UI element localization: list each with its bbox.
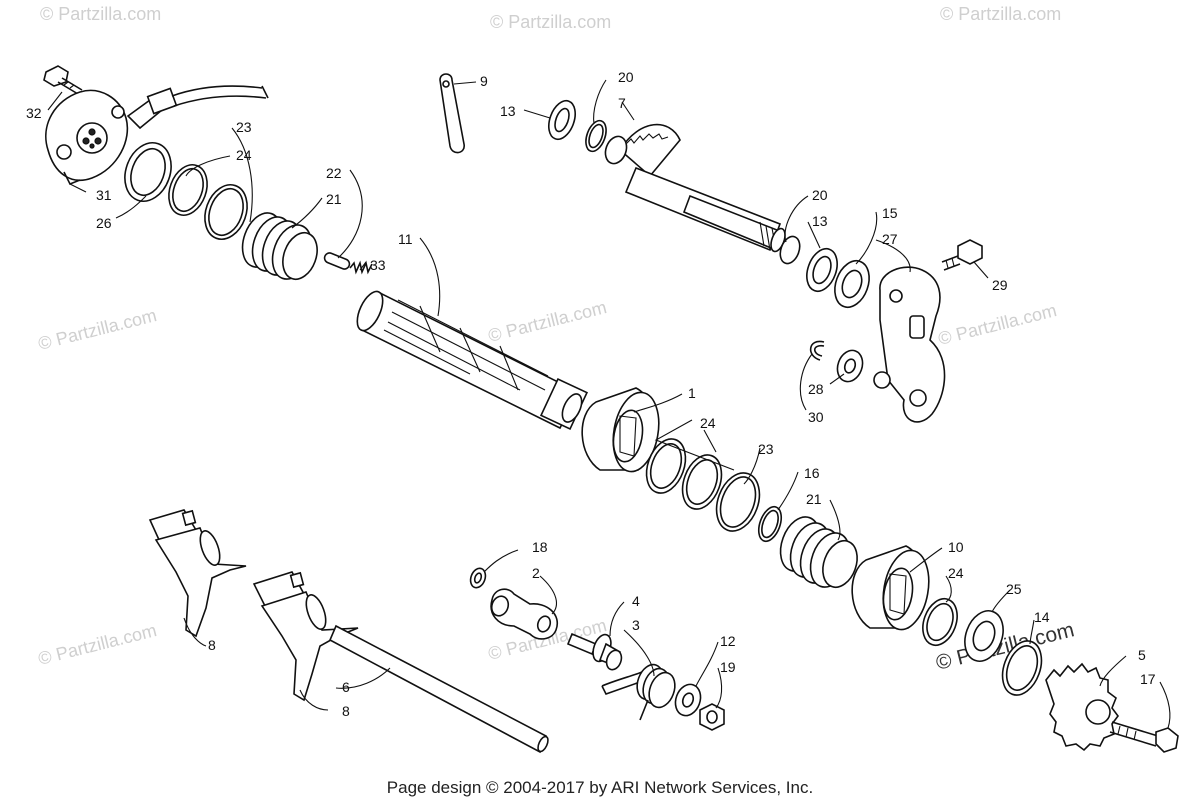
part-28-washer xyxy=(836,349,864,383)
callout-26: 26 xyxy=(96,215,112,231)
part-24-snap-ring xyxy=(168,164,208,216)
part-22-pin xyxy=(323,252,351,270)
callout-8-lower: 8 xyxy=(342,703,350,719)
callout-24-right: 24 xyxy=(948,565,964,581)
part-11-shift-drum xyxy=(356,290,589,430)
part-6-shift-rod xyxy=(328,624,549,754)
part-32-bolt xyxy=(43,65,83,95)
part-10-shift-cam xyxy=(851,545,930,631)
callout-18: 18 xyxy=(532,539,548,555)
watermark: © Partzilla.com xyxy=(36,305,159,354)
part-12-washer xyxy=(674,683,702,717)
callout-30: 30 xyxy=(808,409,824,425)
part-5-star-cam xyxy=(1045,662,1119,752)
part-29-bolt xyxy=(941,239,983,271)
watermark: © Partzilla.com xyxy=(490,12,611,32)
callout-19: 19 xyxy=(720,659,736,675)
part-16-snap-ring xyxy=(757,505,783,543)
callout-21-mid: 21 xyxy=(806,491,822,507)
part-27-shift-arm xyxy=(873,266,946,423)
callout-2: 2 xyxy=(532,565,540,581)
callout-27: 27 xyxy=(882,231,898,247)
part-13-washer-right xyxy=(806,247,838,293)
callout-11: 11 xyxy=(398,231,413,247)
callout-15: 15 xyxy=(882,205,898,221)
part-24-snap-ring-mid-a xyxy=(645,438,687,494)
part-31-gear-position-switch xyxy=(45,85,269,186)
callout-1: 1 xyxy=(688,385,696,401)
callout-20-right: 20 xyxy=(812,187,828,203)
callout-16: 16 xyxy=(804,465,820,481)
part-8-shift-fork-upper xyxy=(148,509,247,638)
callout-3: 3 xyxy=(632,617,640,633)
callout-21: 21 xyxy=(326,191,342,207)
part-24-snap-ring-right xyxy=(922,597,958,647)
part-23-ring-mid xyxy=(715,472,761,532)
part-3-torsion-spring xyxy=(601,663,676,721)
part-26-washer xyxy=(124,142,172,202)
callout-28: 28 xyxy=(808,381,824,397)
part-18-washer xyxy=(469,567,487,589)
callout-31: 31 xyxy=(96,187,112,203)
callout-24-mid: 24 xyxy=(700,415,716,431)
part-20-clip-right xyxy=(779,235,801,265)
callout-9: 9 xyxy=(480,73,488,89)
callout-32: 32 xyxy=(26,105,42,121)
part-9-pin xyxy=(439,73,465,154)
callout-7: 7 xyxy=(618,95,626,111)
callout-23-mid: 23 xyxy=(758,441,774,457)
part-24-snap-ring-mid-b xyxy=(681,454,723,510)
part-15-seal xyxy=(834,259,870,309)
leader-lines xyxy=(47,79,1171,729)
callout-14: 14 xyxy=(1034,609,1050,625)
part-33-small-spring xyxy=(349,260,373,275)
part-2-shift-lever xyxy=(490,588,559,640)
part-1-shift-cam xyxy=(581,387,660,473)
part-7-shift-shaft xyxy=(604,123,786,253)
part-21-spring-mid xyxy=(779,516,858,589)
callout-5: 5 xyxy=(1138,647,1146,663)
part-23-ring xyxy=(204,184,248,240)
part-14-ring xyxy=(1001,640,1043,696)
callout-13: 13 xyxy=(500,103,516,119)
callout-12: 12 xyxy=(720,633,736,649)
watermark: © Partzilla.com xyxy=(36,620,159,669)
callout-8-upper: 8 xyxy=(208,637,216,653)
watermark: © Partzilla.com xyxy=(936,300,1059,349)
callout-23: 23 xyxy=(236,119,252,135)
callout-24: 24 xyxy=(236,147,252,163)
callout-17: 17 xyxy=(1140,671,1156,687)
part-13-washer-top xyxy=(548,99,576,141)
copyright-footer: Page design © 2004-2017 by ARI Network S… xyxy=(386,778,814,797)
callout-10: 10 xyxy=(948,539,964,555)
part-19-nut xyxy=(699,703,725,731)
part-21-spring xyxy=(241,212,318,281)
callout-6: 6 xyxy=(342,679,350,695)
callout-29: 29 xyxy=(992,277,1008,293)
callout-4: 4 xyxy=(632,593,640,609)
part-25-washer xyxy=(964,610,1004,662)
callout-33: 33 xyxy=(370,257,386,273)
callout-13-right: 13 xyxy=(812,213,828,229)
callout-20: 20 xyxy=(618,69,634,85)
part-30-e-clip xyxy=(809,340,825,361)
part-8-shift-fork-lower xyxy=(252,571,359,702)
part-20-clip-top xyxy=(585,119,607,153)
callout-labels: 9 13 20 7 32 31 26 23 24 22 21 11 33 20 … xyxy=(26,69,1156,719)
callout-22: 22 xyxy=(326,165,342,181)
part-4-stopper-bolt xyxy=(566,632,623,671)
callout-25: 25 xyxy=(1006,581,1022,597)
watermark: © Partzilla.com xyxy=(940,4,1061,24)
part-17-bolt xyxy=(1109,721,1179,753)
watermark: © Partzilla.com xyxy=(40,4,161,24)
watermark: © Partzilla.com xyxy=(486,297,609,346)
